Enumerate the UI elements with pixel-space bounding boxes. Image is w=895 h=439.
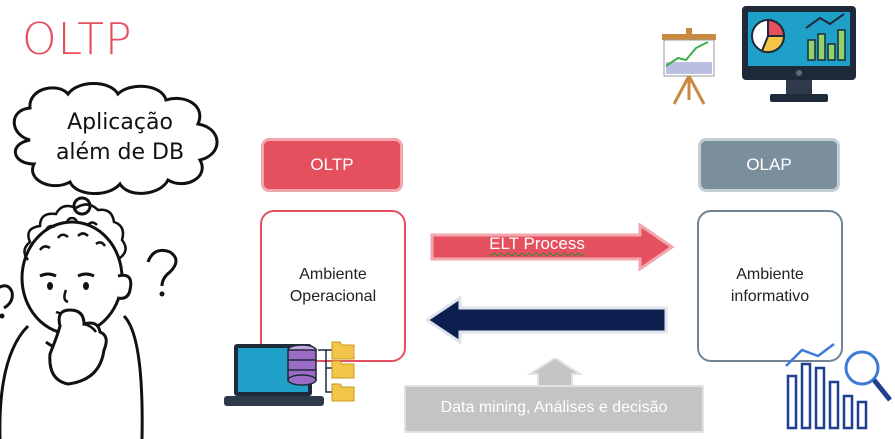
presentation-board-icon (662, 28, 716, 105)
laptop-database-icon (224, 341, 355, 406)
oltp-panel-line-2: Operacional (289, 288, 377, 305)
operational-environment-panel: Ambiente Operacional (260, 210, 406, 362)
elt-process-label: ELT Process (489, 234, 585, 253)
oltp-panel-line-1: Ambiente (299, 266, 367, 283)
bar-chart-magnifier-icon (785, 343, 892, 430)
analytics-monitor-icon (742, 6, 856, 102)
olap-panel-line-1: Ambiente (736, 266, 804, 283)
return-arrow (424, 296, 668, 344)
elt-process-arrow (430, 223, 675, 271)
data-mining-label: Data mining, Análises e decisão (440, 399, 668, 416)
thought-line-1: Aplicação (67, 110, 173, 135)
thought-bubble-text: Aplicação além de DB (30, 108, 210, 168)
thought-line-2: além de DB (55, 140, 185, 165)
olap-header-box: OLAP (698, 138, 840, 192)
olap-panel-line-2: informativo (730, 288, 810, 305)
oltp-header-box: OLTP (261, 138, 403, 192)
page-title: OLTP (22, 14, 133, 65)
informative-environment-panel: Ambiente informativo (697, 210, 843, 362)
data-mining-arrow (404, 358, 704, 433)
thinking-person-illustration (0, 82, 219, 439)
